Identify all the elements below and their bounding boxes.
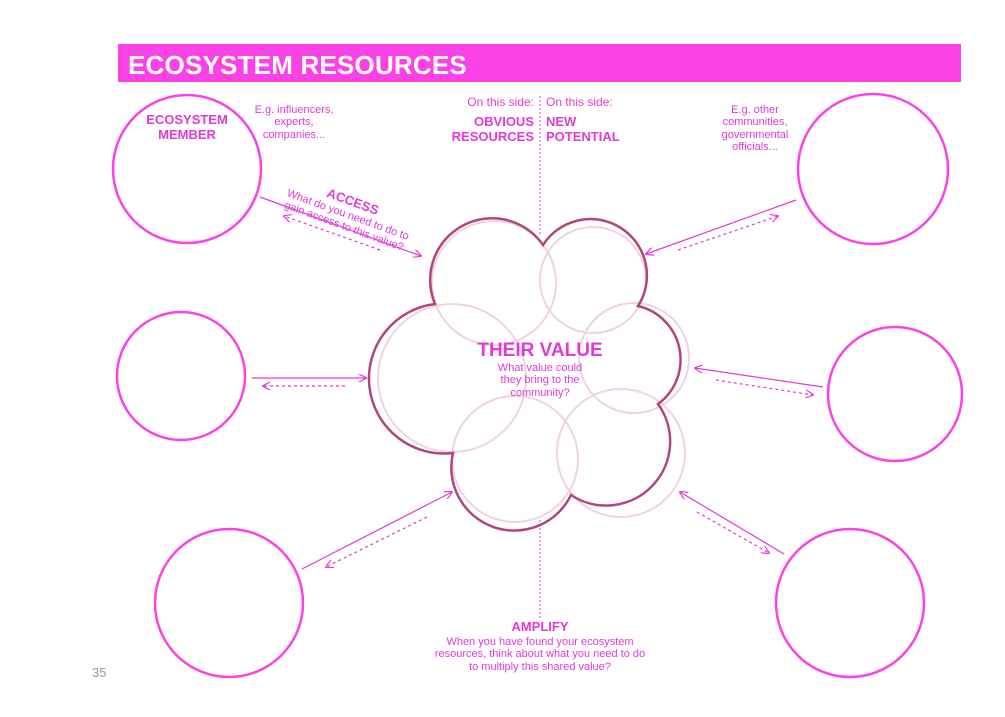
arrow-top-left-solid — [259, 196, 421, 256]
member-circle-top-left[interactable] — [111, 93, 263, 245]
obvious-prefix: On this side: — [467, 95, 534, 109]
new-potential-label: NEW POTENTIAL — [546, 114, 620, 144]
examples-left-note: E.g. influencers, experts, companies... — [254, 104, 334, 141]
member-circle-mid-right[interactable] — [826, 325, 964, 463]
arrow-mid-right-solid — [695, 368, 824, 388]
title-banner: ECOSYSTEM RESOURCES — [118, 44, 961, 82]
arrow-top-right-solid — [646, 199, 797, 254]
arrow-bottom-left-dashed — [326, 516, 428, 567]
their-value-heading: THEIR VALUE — [477, 340, 603, 361]
ecosystem-member-label: ECOSYSTEM MEMBER — [146, 112, 228, 142]
arrows — [252, 196, 824, 570]
arrow-bottom-right-dashed — [696, 511, 769, 553]
member-circle-mid-left[interactable] — [115, 310, 247, 442]
arrow-mid-right-dashed — [715, 379, 813, 395]
member-circle-top-right[interactable] — [796, 92, 950, 246]
member-circle-bottom-left[interactable] — [153, 527, 305, 679]
their-value-question: What value could they bring to the commu… — [497, 362, 583, 399]
obvious-resources-label: OBVIOUS RESOURCES — [451, 114, 534, 144]
arrow-top-left-dashed — [284, 216, 381, 251]
arrow-top-right-dashed — [677, 216, 778, 251]
amplify-question: When you have found your ecosystem resou… — [434, 636, 646, 673]
amplify-heading: AMPLIFY — [511, 619, 569, 634]
value-cloud-outline — [367, 217, 682, 532]
value-cloud-faint — [377, 220, 690, 523]
arrow-bottom-left-solid — [301, 492, 452, 570]
page-title: ECOSYSTEM RESOURCES — [128, 50, 467, 80]
examples-right-note: E.g. other communities, governmental off… — [721, 104, 789, 153]
new-potential-prefix: On this side: — [546, 95, 613, 109]
page-number: 35 — [92, 665, 107, 680]
arrow-bottom-right-solid — [680, 492, 785, 555]
member-circle-bottom-right[interactable] — [774, 527, 926, 679]
